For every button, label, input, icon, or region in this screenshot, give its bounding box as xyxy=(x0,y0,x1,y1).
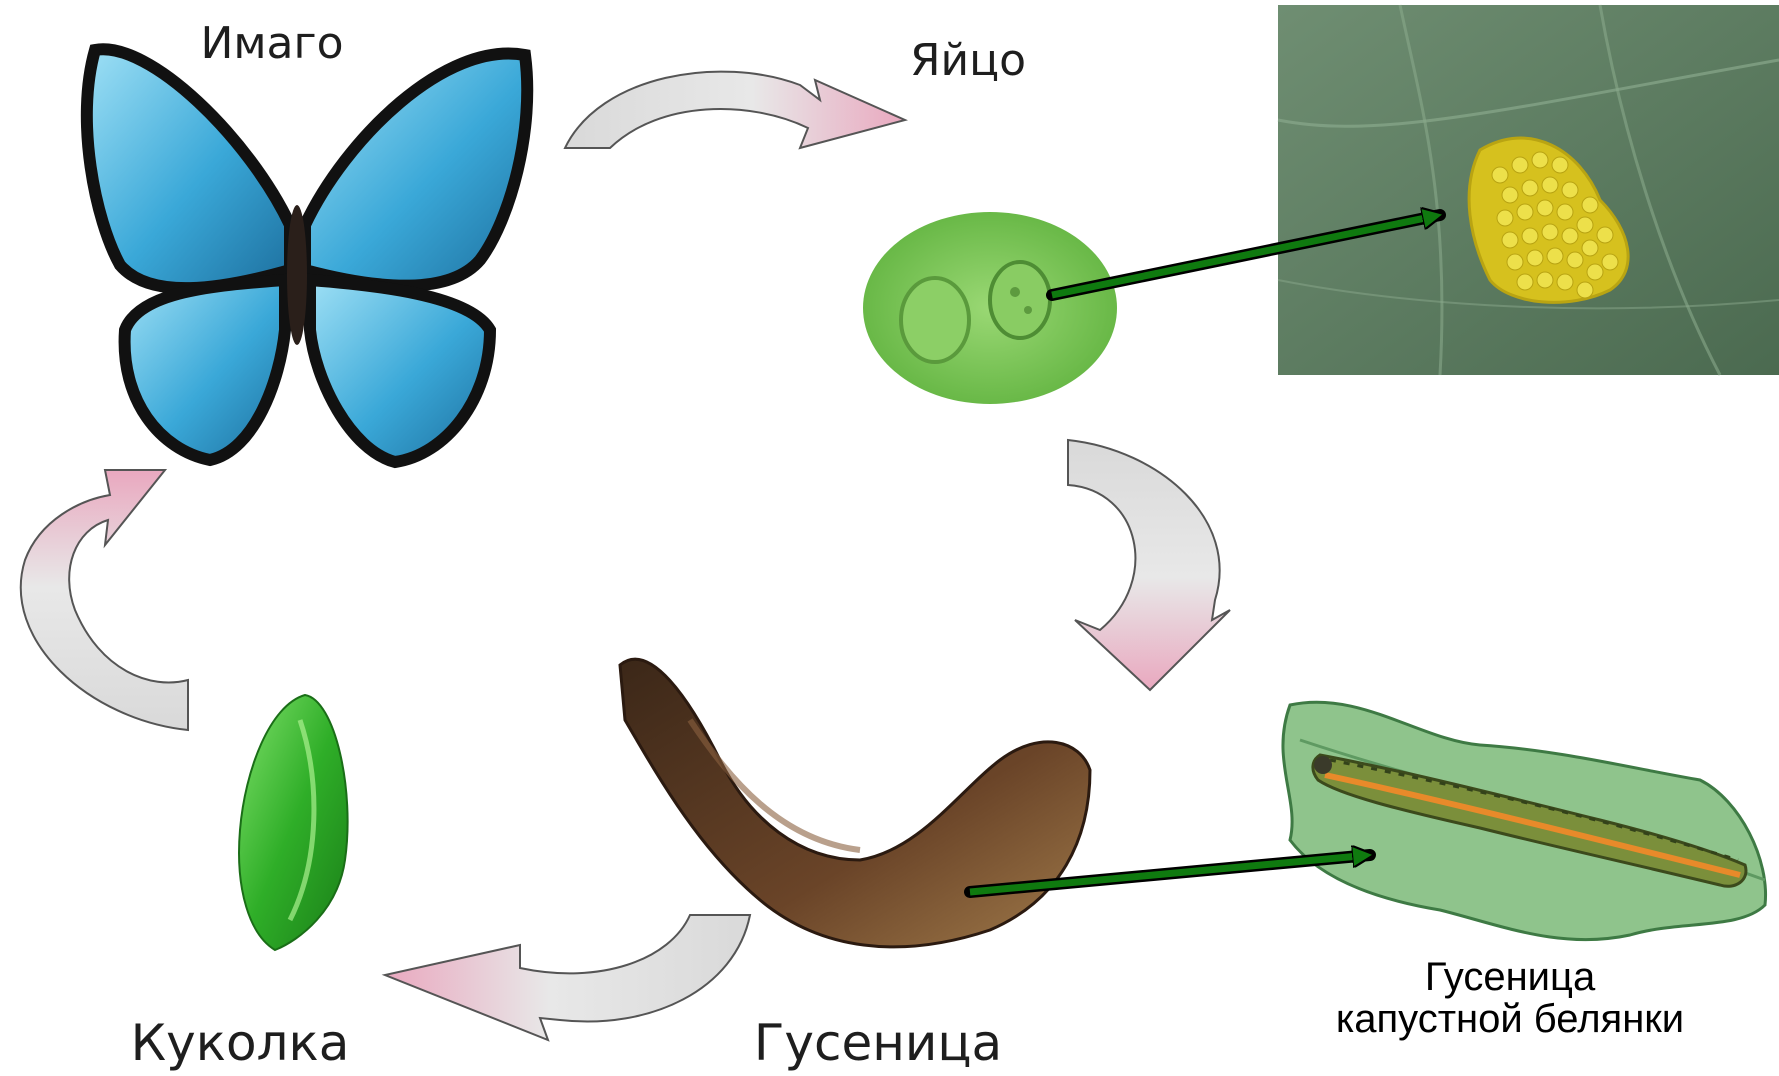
cycle-arrow-egg-to-larva xyxy=(1068,440,1230,690)
caption-line1: Гусеница xyxy=(1425,955,1596,999)
cycle-arrow-pupa-to-adult xyxy=(21,470,188,730)
cabbage-white-caterpillar-photo xyxy=(1283,702,1766,939)
caterpillar-image xyxy=(620,659,1090,947)
label-egg: Яйцо xyxy=(910,35,1026,86)
butterfly-image xyxy=(87,49,527,462)
egg-cluster-photo xyxy=(1278,5,1779,375)
label-larva: Гусеница xyxy=(754,1014,1002,1072)
pupa-image xyxy=(239,695,348,950)
label-adult: Имаго xyxy=(200,18,343,69)
egg-image xyxy=(863,212,1117,404)
caption-line2: капустной белянки xyxy=(1336,997,1684,1041)
label-pupa: Куколка xyxy=(131,1014,350,1072)
cycle-arrow-adult-to-egg xyxy=(565,72,905,148)
cycle-arrow-larva-to-pupa xyxy=(385,915,750,1040)
